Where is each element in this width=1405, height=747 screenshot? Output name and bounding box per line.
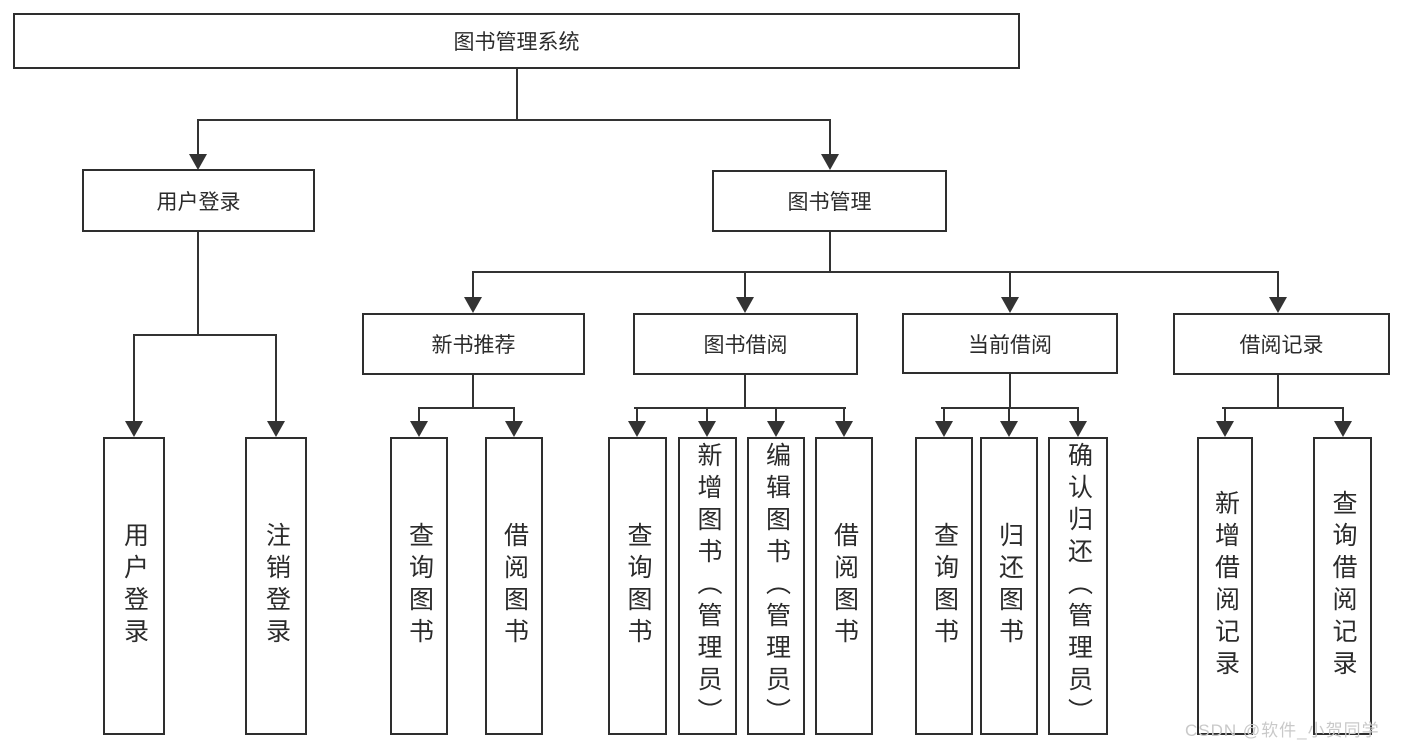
leaf-return-books: 归还图书 (980, 437, 1038, 735)
connector-line (418, 407, 420, 423)
node-current-borrow: 当前借阅 (902, 313, 1118, 374)
connector-line (943, 407, 945, 423)
arrow-down-icon (189, 154, 207, 170)
node-label: 图书管理 (787, 191, 872, 214)
connector-line (472, 271, 474, 299)
arrow-down-icon (835, 421, 853, 437)
node-label: 查询借阅记录 (1329, 490, 1357, 682)
node-label: 确认归还（管理员） (1064, 442, 1093, 730)
arrow-down-icon (1001, 297, 1019, 313)
connector-line (275, 334, 277, 422)
node-label: 查询图书 (930, 522, 959, 650)
leaf-edit-books-admin: 编辑图书（管理员） (747, 437, 805, 735)
node-label: 归还图书 (995, 522, 1024, 650)
leaf-logout: 注销登录 (245, 437, 307, 735)
connector-line (197, 119, 199, 156)
arrow-down-icon (821, 154, 839, 170)
leaf-confirm-return-admin: 确认归还（管理员） (1048, 437, 1108, 735)
node-label: 借阅图书 (830, 522, 859, 650)
connector-line (706, 407, 708, 423)
node-user-login: 用户登录 (82, 169, 315, 232)
leaf-user-login: 用户登录 (103, 437, 165, 735)
arrow-down-icon (1216, 421, 1234, 437)
connector-line (1277, 373, 1279, 409)
arrow-down-icon (125, 421, 143, 437)
connector-line (516, 69, 518, 120)
arrow-down-icon (1000, 421, 1018, 437)
node-label: 图书借阅 (703, 334, 788, 357)
leaf-borrow-books-1: 借阅图书 (485, 437, 543, 735)
leaf-query-borrow-record: 查询借阅记录 (1313, 437, 1372, 735)
connector-line (744, 373, 746, 409)
arrow-down-icon (410, 421, 428, 437)
connector-line (1009, 373, 1011, 409)
watermark-text: CSDN @软件_小贺同学 (1185, 721, 1380, 740)
node-label: 查询图书 (405, 522, 434, 650)
arrow-down-icon (505, 421, 523, 437)
leaf-query-books-2: 查询图书 (608, 437, 667, 735)
node-label: 用户登录 (120, 522, 149, 650)
connector-line (634, 407, 846, 409)
arrow-down-icon (1334, 421, 1352, 437)
node-label: 当前借阅 (968, 333, 1052, 357)
connector-line (1077, 407, 1079, 423)
connector-line (843, 407, 845, 423)
node-label: 新书推荐 (431, 334, 516, 357)
node-label: 新增图书（管理员） (694, 442, 722, 730)
arrow-down-icon (267, 421, 285, 437)
node-label: 查询图书 (624, 522, 652, 650)
arrow-down-icon (464, 297, 482, 313)
connector-line (133, 334, 135, 422)
node-book-borrow: 图书借阅 (633, 313, 858, 375)
node-book-management: 图书管理 (712, 170, 947, 232)
node-label: 图书管理系统 (453, 31, 580, 54)
node-label: 注销登录 (262, 522, 291, 650)
arrow-down-icon (1269, 297, 1287, 313)
arrow-down-icon (1069, 421, 1087, 437)
connector-line (197, 230, 199, 335)
connector-line (513, 407, 515, 423)
node-borrow-records: 借阅记录 (1173, 313, 1390, 375)
connector-line (636, 407, 638, 423)
connector-line (197, 119, 831, 121)
connector-line (472, 271, 1279, 273)
node-label: 借阅图书 (500, 522, 529, 650)
connector-line (775, 407, 777, 423)
connector-line (829, 230, 831, 272)
leaf-query-books-1: 查询图书 (390, 437, 448, 735)
connector-line (472, 373, 474, 409)
arrow-down-icon (628, 421, 646, 437)
connector-line (1342, 407, 1344, 423)
node-label: 借阅记录 (1239, 334, 1324, 357)
leaf-borrow-books-2: 借阅图书 (815, 437, 873, 735)
node-new-book-recommend: 新书推荐 (362, 313, 585, 375)
node-label: 编辑图书（管理员） (762, 442, 791, 730)
connector-line (941, 407, 1079, 409)
connector-line (744, 271, 746, 299)
leaf-add-books-admin: 新增图书（管理员） (678, 437, 737, 735)
leaf-query-books-3: 查询图书 (915, 437, 973, 735)
connector-line (1224, 407, 1226, 423)
node-label: 用户登录 (156, 190, 241, 214)
arrow-down-icon (698, 421, 716, 437)
leaf-add-borrow-record: 新增借阅记录 (1197, 437, 1253, 735)
node-root: 图书管理系统 (13, 13, 1020, 69)
connector-line (829, 119, 831, 156)
arrow-down-icon (935, 421, 953, 437)
connector-line (1008, 407, 1010, 423)
arrow-down-icon (767, 421, 785, 437)
connector-line (1009, 271, 1011, 299)
arrow-down-icon (736, 297, 754, 313)
connector-line (133, 334, 277, 336)
connector-line (1277, 271, 1279, 299)
connector-line (418, 407, 515, 409)
node-label: 新增借阅记录 (1211, 490, 1240, 682)
connector-line (1222, 407, 1344, 409)
